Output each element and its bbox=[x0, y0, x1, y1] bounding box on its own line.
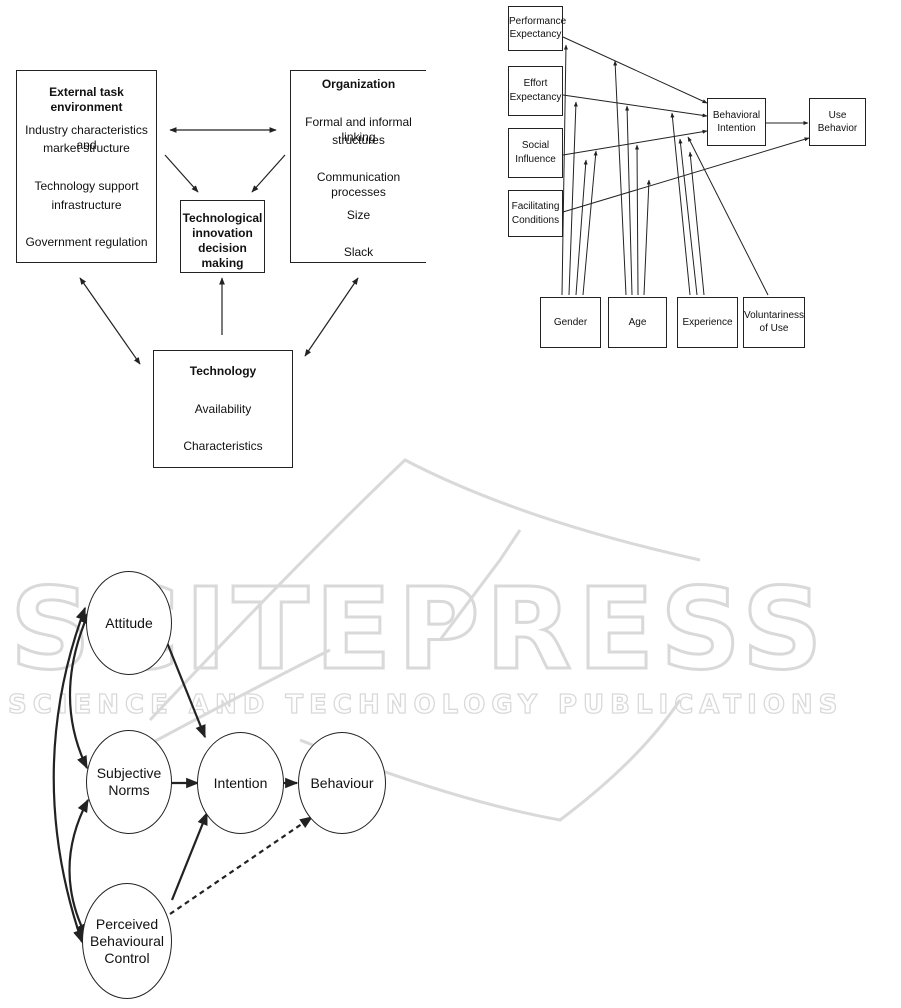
utaut-moderator-age-1 bbox=[613, 60, 627, 296]
utaut-facilitating-line1: Facilitating bbox=[511, 201, 560, 212]
toe-organization-line1: Formal and informal linking bbox=[305, 115, 412, 144]
toe-decision-line1: Technological bbox=[182, 211, 263, 225]
utaut-age-label: Age bbox=[628, 317, 647, 328]
tpb-arrow-attitude-intention bbox=[164, 639, 207, 739]
toe-arrow-external-decision bbox=[164, 154, 199, 193]
tpb-norms-line2: Norms bbox=[108, 782, 150, 798]
tpb-intention-node: Intention bbox=[197, 732, 284, 834]
utaut-arrow-performance-intention bbox=[562, 36, 708, 104]
toe-decision-box: Technological innovation decision making bbox=[180, 200, 265, 273]
tpb-intention-label: Intention bbox=[213, 774, 268, 791]
toe-organization-title: Organization bbox=[321, 77, 396, 91]
utaut-facilitating-box: Facilitating Conditions bbox=[508, 190, 563, 237]
toe-organization-line5: Slack bbox=[343, 245, 374, 259]
tpb-attitude-node: Attitude bbox=[86, 571, 172, 675]
toe-organization-line3: Communication processes bbox=[316, 170, 401, 199]
tpb-curve-attitude-norms bbox=[68, 610, 91, 770]
tpb-curve-attitude-control bbox=[52, 606, 87, 944]
toe-organization-line4: Size bbox=[346, 208, 371, 222]
utaut-social-line1: Social bbox=[521, 140, 550, 151]
tpb-norms-node: Subjective Norms bbox=[86, 730, 172, 834]
utaut-moderator-gender-2 bbox=[568, 101, 578, 296]
utaut-moderator-age-3 bbox=[635, 144, 640, 296]
utaut-effort-line1: Effort bbox=[523, 78, 548, 89]
utaut-experience-label: Experience bbox=[682, 317, 733, 328]
utaut-intention-line2: Intention bbox=[717, 123, 756, 134]
utaut-moderator-experience-1 bbox=[670, 112, 691, 296]
utaut-effort-line2: Expectancy bbox=[509, 92, 562, 103]
toe-external-line2: market structure bbox=[43, 141, 130, 155]
utaut-arrow-social-intention bbox=[562, 129, 708, 156]
toe-external-line1: Industry characteristics and bbox=[25, 123, 148, 152]
toe-organization-box: Organization Formal and informal linking… bbox=[290, 70, 426, 263]
utaut-arrow-effort-intention bbox=[562, 94, 708, 118]
utaut-social-line2: Influence bbox=[515, 154, 556, 165]
toe-technology-title: Technology bbox=[189, 364, 257, 378]
toe-arrow-organization-technology bbox=[304, 277, 359, 357]
utaut-use-line2: Behavior bbox=[817, 123, 858, 134]
toe-technology-box: Technology Availability Characteristics bbox=[153, 350, 293, 468]
utaut-voluntariness-box: Voluntariness of Use bbox=[743, 297, 805, 348]
toe-decision-line2: innovation bbox=[192, 226, 253, 240]
tpb-control-line1: Perceived bbox=[95, 915, 159, 932]
tpb-control-node: Perceived Behavioural Control bbox=[82, 883, 172, 999]
utaut-moderator-age-2 bbox=[625, 105, 633, 296]
tpb-control-line2: Behavioural bbox=[90, 932, 164, 949]
utaut-performance-line2: Expectancy bbox=[509, 29, 562, 40]
utaut-voluntariness-line1: Voluntariness bbox=[744, 310, 805, 321]
tpb-arrows bbox=[52, 606, 314, 944]
utaut-arrow-facilitating-use bbox=[562, 137, 810, 213]
utaut-intention-box: Behavioral Intention bbox=[707, 98, 766, 146]
toe-decision-line3: decision making bbox=[198, 241, 247, 270]
toe-external-box: External task environment Industry chara… bbox=[16, 70, 157, 263]
utaut-moderator-age-4 bbox=[643, 179, 651, 296]
utaut-facilitating-line2: Conditions bbox=[511, 215, 560, 226]
tpb-behaviour-node: Behaviour bbox=[298, 732, 386, 834]
toe-external-line3: Technology support bbox=[34, 179, 139, 193]
utaut-use-box: Use Behavior bbox=[809, 98, 866, 146]
utaut-moderator-voluntariness bbox=[687, 136, 769, 296]
tpb-behaviour-label: Behaviour bbox=[310, 774, 374, 791]
toe-organization-line2: structures bbox=[332, 133, 385, 147]
utaut-moderator-experience-3 bbox=[688, 151, 705, 296]
utaut-arrows bbox=[561, 36, 810, 296]
utaut-effort-box: Effort Expectancy bbox=[508, 66, 563, 116]
utaut-gender-box: Gender bbox=[540, 297, 601, 348]
toe-arrow-organization-decision bbox=[251, 154, 286, 193]
toe-technology-line1: Availability bbox=[194, 402, 252, 416]
tpb-norms-text: Subjective Norms bbox=[97, 765, 162, 799]
toe-external-line5: Government regulation bbox=[25, 235, 148, 249]
tpb-attitude-label: Attitude bbox=[105, 614, 153, 631]
tpb-control-text: Perceived Behavioural Control bbox=[90, 916, 164, 967]
toe-arrow-external-technology bbox=[79, 277, 141, 365]
utaut-performance-line1: Performance bbox=[509, 16, 567, 27]
toe-technology-line2: Characteristics bbox=[183, 439, 263, 453]
watermark-sub-text: SCIENCE AND TECHNOLOGY PUBLICATIONS bbox=[8, 690, 843, 720]
utaut-gender-label: Gender bbox=[553, 317, 588, 328]
utaut-moderator-experience-2 bbox=[678, 138, 698, 296]
utaut-experience-box: Experience bbox=[677, 297, 738, 348]
utaut-social-box: Social Influence bbox=[508, 128, 563, 178]
tpb-arrow-control-behaviour-dashed bbox=[169, 816, 314, 915]
utaut-moderator-gender-4 bbox=[582, 150, 598, 296]
tpb-norms-line1: Subjective bbox=[96, 765, 162, 781]
toe-external-line4: infrastructure bbox=[51, 198, 122, 212]
utaut-voluntariness-line2: of Use bbox=[759, 323, 789, 334]
utaut-use-line1: Use bbox=[828, 110, 847, 121]
toe-arrows bbox=[79, 127, 359, 365]
utaut-performance-box: Performance Expectancy bbox=[508, 6, 567, 51]
utaut-moderator-gender-3 bbox=[575, 159, 588, 296]
toe-external-title: External task environment bbox=[49, 85, 124, 114]
utaut-age-box: Age bbox=[608, 297, 667, 348]
tpb-control-line3: Control bbox=[104, 949, 150, 966]
utaut-moderator-gender-1 bbox=[561, 44, 568, 296]
utaut-intention-line1: Behavioral bbox=[712, 110, 761, 121]
tpb-arrow-control-intention bbox=[170, 811, 209, 901]
